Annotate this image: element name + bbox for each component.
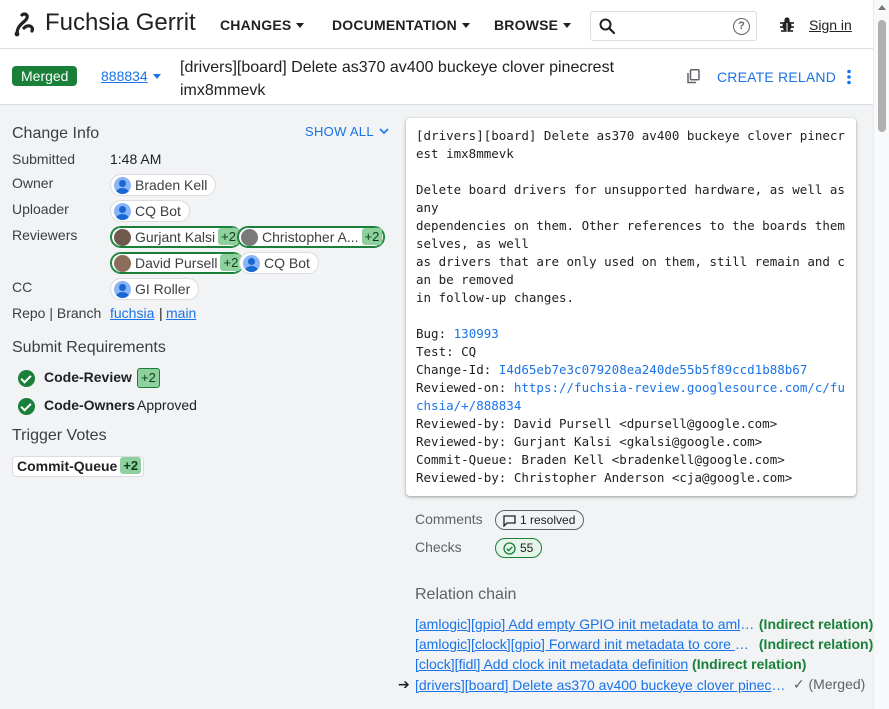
relation-chain-title: Relation chain — [415, 586, 517, 603]
repo-link[interactable]: fuchsia — [110, 305, 155, 321]
bug-icon[interactable] — [779, 16, 795, 36]
menu-documentation[interactable]: DOCUMENTATION — [332, 17, 470, 33]
change-id-link[interactable]: I4d65eb7e3c079208ea240de55b5f89ccd1b88b6… — [498, 362, 808, 377]
commit-message-box: [drivers][board] Delete as370 av400 buck… — [406, 118, 856, 496]
scroll-thumb[interactable] — [878, 20, 886, 132]
chevron-down-icon — [563, 23, 572, 28]
search-input[interactable] — [623, 16, 723, 36]
avatar — [114, 177, 131, 194]
uploader-chip[interactable]: CQ Bot — [110, 200, 190, 222]
merged-check-icon: ✓ — [792, 676, 805, 692]
checks-label: Checks — [415, 539, 462, 555]
relation-tag: (Indirect relation) — [758, 616, 874, 632]
comments-resolved-pill[interactable]: 1 resolved — [495, 510, 585, 532]
chevron-down-icon — [461, 23, 470, 28]
repo-branch-label: Repo | Branch — [12, 305, 102, 321]
trigger-vote-chip[interactable]: Commit-Queue+2 — [12, 456, 145, 477]
change-header: Merged 888834 [drivers][board] Delete as… — [0, 49, 873, 105]
requirement-name[interactable]: Code-Owners — [44, 397, 136, 413]
requirement-status: Approved — [137, 397, 197, 413]
chevron-down-icon — [379, 128, 389, 135]
comments-label: Comments — [415, 511, 483, 527]
app-title[interactable]: Fuchsia Gerrit — [45, 9, 196, 36]
reviewer-chip[interactable]: Christopher A...+2 — [237, 226, 386, 248]
check-circle-icon — [18, 398, 35, 415]
requirement-name[interactable]: Code-Review — [44, 369, 132, 385]
avatar — [114, 255, 131, 272]
relation-item[interactable]: [amlogic][clock][gpio] Forward init meta… — [415, 636, 873, 652]
bug-link[interactable]: 130993 — [453, 326, 499, 341]
reviewer-chip[interactable]: David Pursell+2 — [110, 252, 245, 274]
search-icon — [599, 18, 616, 38]
reviewer-chip[interactable]: Gurjant Kalsi+2 — [110, 226, 242, 248]
avatar — [243, 255, 260, 272]
help-icon[interactable]: ? — [733, 18, 750, 35]
comment-icon — [503, 514, 516, 532]
avatar — [114, 203, 131, 220]
relation-item[interactable]: [clock][fidl] Add clock init metadata de… — [415, 656, 806, 672]
copy-icon[interactable] — [687, 69, 700, 87]
vote-badge: +2 — [137, 368, 160, 388]
commit-message: [drivers][board] Delete as370 av400 buck… — [416, 128, 845, 485]
page-scrollbar[interactable] — [873, 0, 889, 709]
avatar — [114, 281, 131, 298]
avatar — [114, 229, 131, 246]
gerrit-logo-icon[interactable] — [12, 10, 38, 41]
check-circle-icon — [18, 370, 35, 387]
relation-item[interactable]: [amlogic][gpio] Add empty GPIO init meta… — [415, 616, 873, 632]
sign-in-link[interactable]: Sign in — [809, 17, 852, 33]
reviewed-on-link[interactable]: https://fuchsia-review.googlesource.com/… — [416, 380, 845, 413]
cc-label: CC — [12, 279, 33, 295]
create-reland-button[interactable]: CREATE RELAND — [717, 69, 837, 85]
vote-badge: +2 — [218, 228, 239, 245]
menu-changes[interactable]: CHANGES — [220, 17, 305, 33]
top-bar: Fuchsia Gerrit CHANGES DOCUMENTATION BRO… — [0, 0, 873, 49]
vote-badge: +2 — [120, 457, 142, 474]
search-box[interactable]: ? — [590, 11, 757, 41]
trigger-votes-title: Trigger Votes — [12, 427, 107, 444]
relation-link[interactable]: [amlogic][clock][gpio] Forward init meta… — [415, 636, 755, 652]
check-circle-icon — [503, 542, 516, 560]
relation-tag: (Merged) — [808, 676, 866, 692]
show-all-button[interactable]: SHOW ALL — [305, 124, 389, 139]
reviewers-label: Reviewers — [12, 227, 78, 243]
owner-label: Owner — [12, 175, 54, 191]
relation-tag: (Indirect relation) — [692, 656, 807, 672]
reviewer-chip[interactable]: CQ Bot — [239, 252, 319, 274]
menu-browse[interactable]: BROWSE — [494, 17, 572, 33]
uploader-label: Uploader — [12, 201, 69, 217]
owner-chip[interactable]: Braden Kell — [110, 174, 217, 196]
avatar — [241, 229, 258, 246]
cc-chip[interactable]: GI Roller — [110, 278, 200, 300]
relation-item-current[interactable]: [drivers][board] Delete as370 av400 buck… — [415, 676, 865, 693]
change-number-dropdown[interactable]: 888834 — [101, 68, 161, 84]
change-subject: [drivers][board] Delete as370 av400 buck… — [180, 59, 615, 99]
more-vert-icon[interactable] — [846, 69, 852, 88]
checks-pill[interactable]: 55 — [495, 538, 543, 560]
chevron-down-icon — [296, 23, 305, 28]
scroll-up-arrow-icon[interactable] — [878, 5, 886, 10]
vote-badge: +2 — [361, 228, 383, 245]
submitted-label: Submitted — [12, 151, 76, 167]
change-info-title: Change Info — [12, 125, 100, 142]
relation-link[interactable]: [clock][fidl] Add clock init metadata de… — [415, 656, 689, 672]
chevron-down-icon — [152, 74, 161, 79]
vote-badge: +2 — [220, 254, 242, 271]
relation-link[interactable]: [amlogic][gpio] Add empty GPIO init meta… — [415, 616, 755, 632]
relation-tag: (Indirect relation) — [758, 636, 874, 652]
repo-branch-separator: | — [159, 305, 163, 321]
status-badge: Merged — [12, 66, 78, 86]
current-change-arrow-icon: ➔ — [398, 676, 410, 692]
submitted-value: 1:48 AM — [110, 151, 162, 167]
branch-link[interactable]: main — [166, 305, 197, 321]
relation-link[interactable]: [drivers][board] Delete as370 av400 buck… — [415, 677, 789, 693]
submit-requirements-title: Submit Requirements — [12, 339, 166, 356]
